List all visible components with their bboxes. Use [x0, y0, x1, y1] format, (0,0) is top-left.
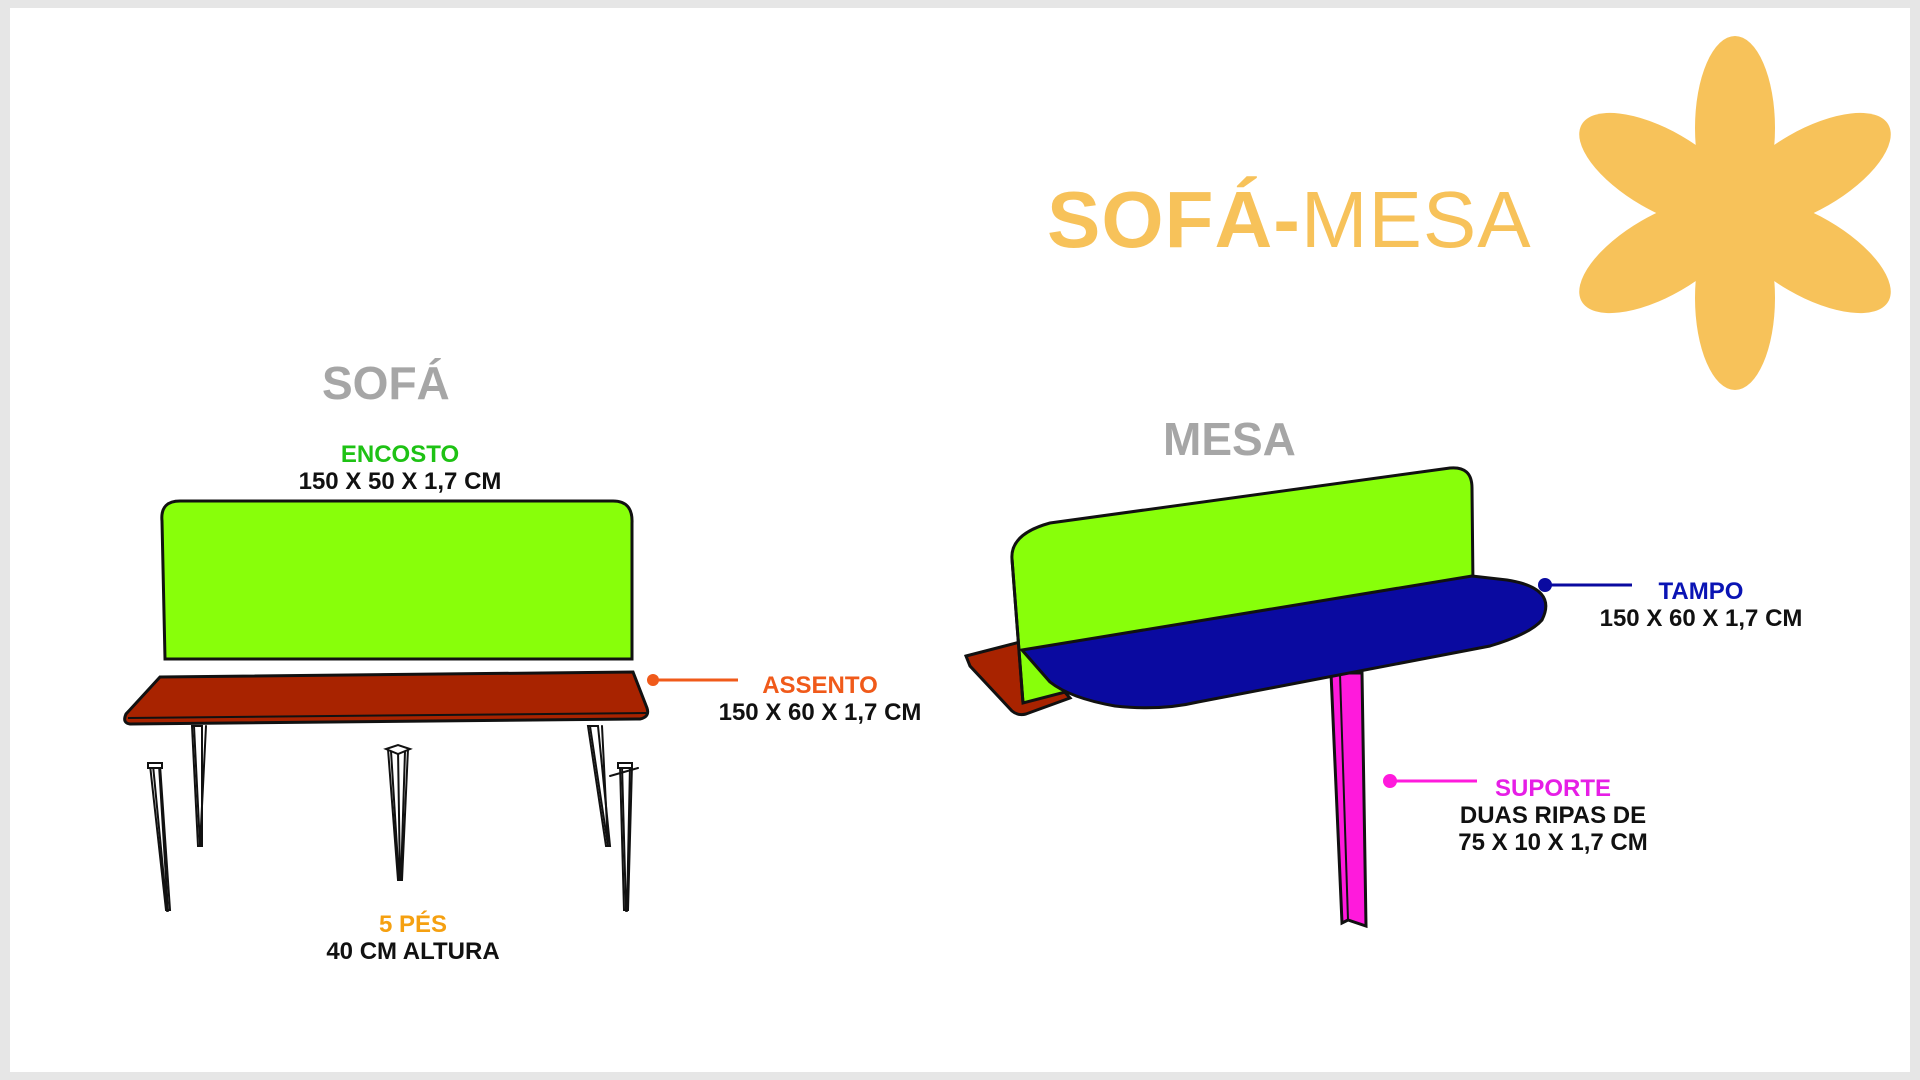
- suporte-leader: [1383, 774, 1477, 788]
- canvas: SOFÁ-MESA SOFÁ MESA ENCOSTO 150 X 50 X 1…: [10, 8, 1910, 1072]
- suporte-dim-line1: DUAS RIPAS DE: [1459, 802, 1647, 829]
- mesa-heading: MESA: [1163, 413, 1296, 465]
- assento-label: ASSENTO 150 X 60 X 1,7 CM: [670, 672, 970, 726]
- suporte-name: SUPORTE: [1494, 775, 1611, 802]
- encosto-dim: 150 X 50 X 1,7 CM: [298, 468, 502, 495]
- pes-label: 5 PÉS 40 CM ALTURA: [263, 911, 563, 965]
- tampo-name: TAMPO: [1658, 578, 1744, 605]
- pes-dim: 40 CM ALTURA: [326, 938, 500, 965]
- assento-dim: 150 X 60 X 1,7 CM: [718, 699, 922, 726]
- page-title: SOFÁ-MESA: [1047, 180, 1532, 260]
- title-light: MESA: [1300, 175, 1532, 264]
- assento-name: ASSENTO: [762, 672, 878, 699]
- tampo-dim: 150 X 60 X 1,7 CM: [1599, 605, 1803, 632]
- sofa-legs: [147, 725, 639, 912]
- diagram-drawing: [123, 36, 1891, 929]
- sofa-heading: SOFÁ: [322, 357, 450, 409]
- flower-icon: [1579, 36, 1891, 390]
- title-bold: SOFÁ-: [1047, 175, 1301, 264]
- assento-leader: [647, 674, 738, 686]
- table-support-shape: [1329, 671, 1368, 929]
- pes-name: 5 PÉS: [378, 911, 448, 938]
- sofa-backrest-shape: [160, 499, 634, 661]
- tampo-leader: [1538, 578, 1632, 592]
- encosto-label: ENCOSTO 150 X 50 X 1,7 CM: [250, 441, 550, 495]
- suporte-label: SUPORTE DUAS RIPAS DE 75 X 10 X 1,7 CM: [1403, 775, 1703, 856]
- sofa-seat-shape: [123, 670, 650, 726]
- encosto-name: ENCOSTO: [340, 441, 460, 468]
- tampo-label: TAMPO 150 X 60 X 1,7 CM: [1551, 578, 1851, 632]
- table-top-shape: [1019, 574, 1548, 710]
- suporte-dim-line2: 75 X 10 X 1,7 CM: [1458, 829, 1648, 856]
